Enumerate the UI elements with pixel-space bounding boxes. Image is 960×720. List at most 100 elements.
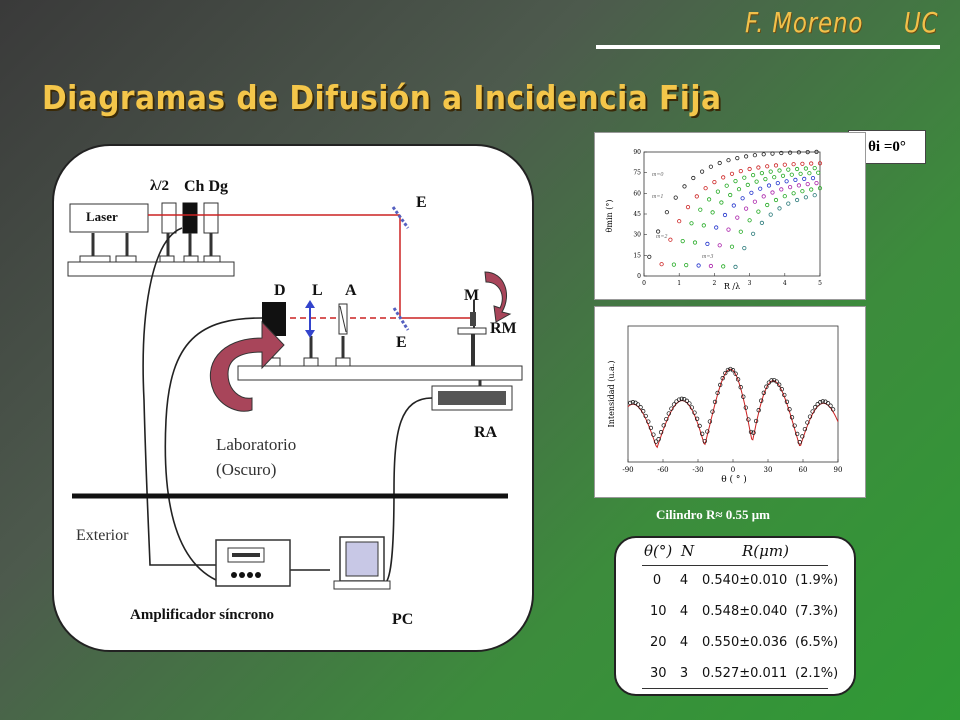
intensity-point: [638, 405, 643, 410]
intensity-point: [702, 438, 707, 444]
minima-point: [745, 182, 750, 188]
minima-point: [722, 212, 728, 218]
table-cell: 4: [679, 635, 689, 650]
intensity-point: [687, 401, 692, 406]
minima-point: [736, 187, 742, 192]
minima-point: [701, 223, 706, 228]
minima-point: [691, 175, 696, 181]
minima-point: [810, 175, 816, 181]
sample-holder: [470, 312, 476, 326]
table-cell: 10: [650, 604, 667, 619]
intensity-point: [653, 439, 659, 444]
intensity-point: [789, 415, 795, 420]
minima-point: [719, 200, 724, 205]
chopper-cable: [142, 227, 216, 566]
intensity-point: [800, 434, 805, 439]
minima-point: [812, 165, 817, 171]
minima-point: [800, 189, 805, 194]
lens-label: L: [312, 282, 323, 299]
minima-point: [777, 168, 782, 173]
minima-point: [721, 175, 726, 180]
intensity-point: [751, 430, 756, 435]
minima-plot-ylabel: θmin (°): [605, 200, 614, 233]
minima-point: [735, 215, 740, 220]
minima-point: [796, 150, 801, 155]
table-header-radius: R(μm): [742, 542, 789, 560]
table-cell: (7.3%): [795, 604, 839, 619]
intensity-point: [802, 426, 808, 432]
intensity-point: [641, 409, 646, 414]
minima-point: [817, 186, 823, 191]
table-bottom-rule: [642, 688, 828, 689]
author-underline: [596, 45, 940, 49]
intensity-point: [797, 440, 802, 445]
minima-point: [707, 197, 712, 202]
minima-point: [714, 225, 719, 230]
minima-curve-label-0: m=0: [652, 172, 663, 178]
minima-point: [789, 172, 794, 177]
intensity-point: [628, 400, 633, 406]
minima-curve-label-1: m=1: [652, 194, 663, 200]
minima-point: [800, 161, 805, 166]
minima-point: [793, 177, 798, 183]
minima-point: [773, 197, 779, 203]
minima-point: [703, 186, 708, 191]
lock-in-amplifier: [215, 539, 291, 587]
minima-point: [731, 203, 736, 208]
minima-point: [728, 192, 733, 198]
intensity-plot-ylabel: Intensidad (u.a.): [607, 361, 616, 428]
minima-point: [655, 229, 661, 234]
intensity-point: [741, 394, 746, 399]
intensity-point: [730, 368, 736, 373]
intensity-point: [743, 405, 748, 410]
intensity-point: [795, 431, 800, 437]
minima-point: [770, 190, 775, 195]
intensity-plot-xlabel: θ ( ° ): [721, 474, 747, 485]
minima-xtick: 5: [818, 280, 822, 287]
minima-point: [816, 170, 821, 175]
minima-point: [765, 202, 770, 208]
table-cell: (1.9%): [795, 573, 839, 588]
mirror-top: [391, 206, 410, 229]
minima-point: [788, 184, 793, 190]
intensity-point: [815, 402, 820, 407]
table-cell: 0.527±0.011: [702, 666, 788, 681]
intensity-point: [643, 413, 648, 419]
intensity-point: [669, 406, 674, 411]
minima-point: [742, 175, 747, 180]
minima-point: [803, 166, 808, 171]
intensity-point: [689, 405, 695, 410]
intensity-xtick: -60: [657, 466, 668, 474]
table-cell: 30: [650, 666, 667, 681]
intensity-point: [825, 401, 831, 406]
table-cell: (2.1%): [795, 666, 839, 681]
minima-point: [814, 149, 819, 154]
intensity-point: [759, 398, 764, 403]
intensity-point: [812, 405, 818, 410]
minima-point: [786, 167, 791, 172]
minima-point: [715, 189, 721, 194]
minima-point: [802, 176, 807, 182]
intensity-point: [725, 367, 731, 373]
intensity-point: [756, 408, 761, 413]
minima-point: [733, 264, 738, 269]
intensity-point: [774, 379, 779, 384]
minima-point: [664, 210, 670, 215]
minima-point: [772, 175, 777, 180]
rotation-arm-label: RA: [474, 424, 498, 441]
minima-point: [782, 194, 787, 199]
minima-point: [708, 164, 714, 169]
sample-rotation-arrow: [484, 271, 512, 323]
chopper-label: Ch Dg: [184, 178, 229, 195]
minima-point: [791, 162, 796, 167]
minima-point: [673, 195, 678, 200]
minima-point: [752, 199, 757, 204]
intensity-point: [818, 400, 823, 405]
minima-point: [795, 197, 800, 203]
minima-point: [809, 161, 814, 166]
intensity-point: [664, 416, 669, 422]
laser-label: Laser: [86, 209, 118, 224]
